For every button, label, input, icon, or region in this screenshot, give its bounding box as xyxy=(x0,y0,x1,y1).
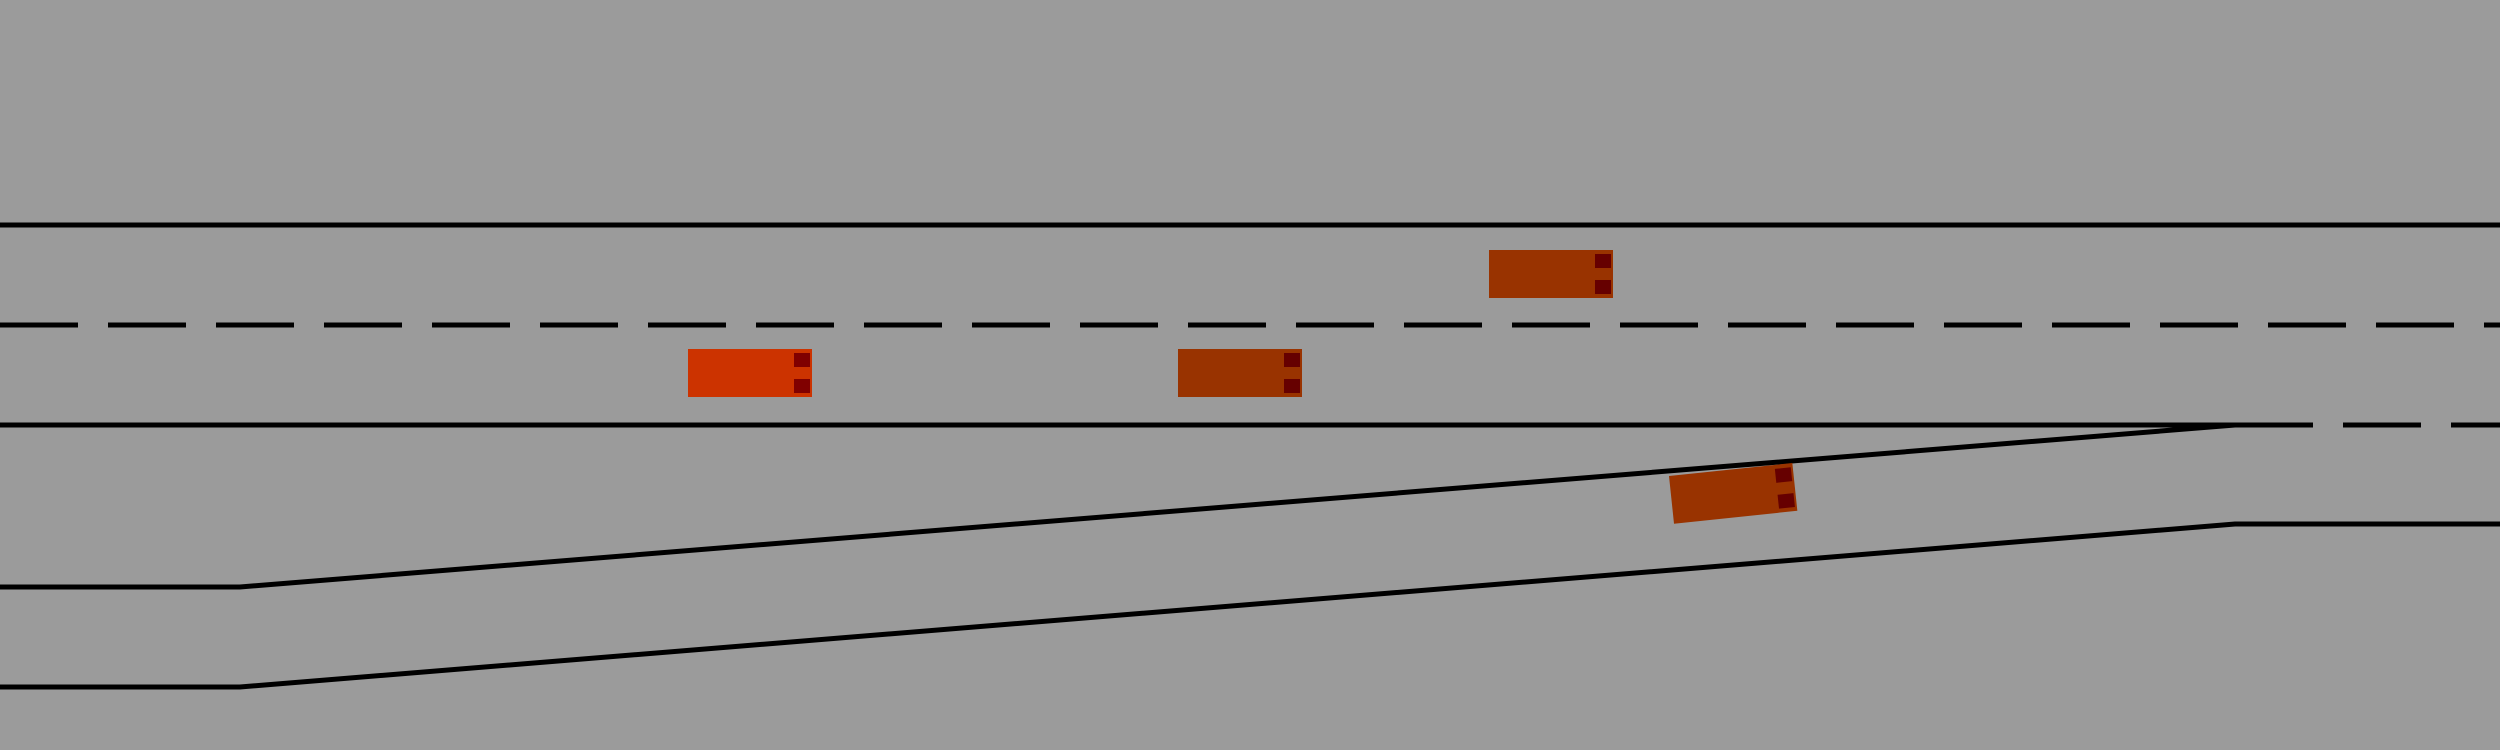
vehicle-light-icon xyxy=(1595,254,1611,268)
vehicle-body xyxy=(1489,250,1613,298)
ego-vehicle xyxy=(688,349,812,397)
vehicle-light-icon xyxy=(794,353,810,367)
vehicle-light-icon xyxy=(1284,379,1300,393)
traffic-vehicle-2 xyxy=(1489,250,1613,298)
vehicle-light-icon xyxy=(1284,353,1300,367)
traffic-vehicle-3 xyxy=(1669,463,1798,524)
vehicle-body xyxy=(1178,349,1302,397)
on-ramp-lower-edge-line xyxy=(0,521,2500,690)
on-ramp-upper-edge-line xyxy=(0,422,2236,590)
traffic-vehicle-1 xyxy=(1178,349,1302,397)
vehicle-light-icon xyxy=(1777,493,1795,509)
vehicle-body xyxy=(1669,463,1798,524)
vehicle-light-icon xyxy=(1595,280,1611,294)
vehicle-light-icon xyxy=(1774,467,1793,483)
vehicle-light-icon xyxy=(794,379,810,393)
vehicle-body xyxy=(688,349,812,397)
